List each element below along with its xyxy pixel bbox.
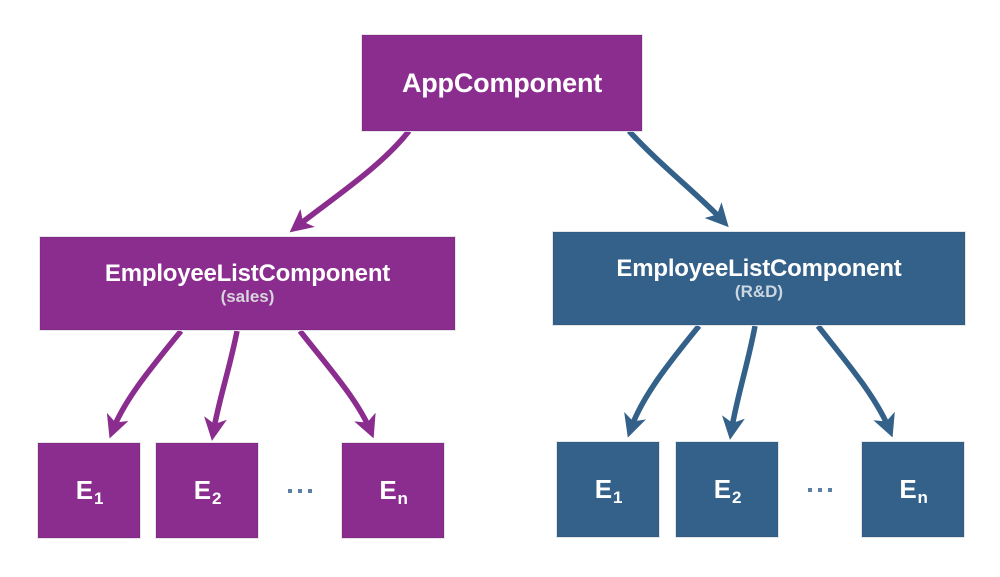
edge-rd-to-en xyxy=(815,324,895,438)
ellipsis-dot xyxy=(808,488,812,492)
node-app-component[interactable]: AppComponent xyxy=(362,35,642,131)
sales-ellipsis xyxy=(288,489,312,493)
node-employee-list-rd[interactable]: EmployeeListComponent (R&D) xyxy=(553,232,965,325)
employee-index: 2 xyxy=(731,487,742,507)
ellipsis-dot xyxy=(308,489,312,493)
employee-index: 1 xyxy=(612,487,623,507)
ellipsis-dot xyxy=(818,488,822,492)
employee-base: E xyxy=(379,474,397,505)
employee-base: E xyxy=(594,473,612,504)
employee-index: n xyxy=(917,487,928,507)
rd-ellipsis xyxy=(808,488,832,492)
employee-index: 1 xyxy=(93,488,104,508)
employee-base: E xyxy=(713,473,731,504)
ellipsis-dot xyxy=(298,489,302,493)
node-employee-list-rd-label: EmployeeListComponent xyxy=(616,254,902,282)
ellipsis-dot xyxy=(288,489,292,493)
employee-index: n xyxy=(397,488,408,508)
edge-rd-to-e1 xyxy=(624,324,702,438)
employee-base: E xyxy=(75,474,93,505)
edge-app-to-rd xyxy=(626,129,729,228)
edge-sales-to-e2 xyxy=(204,330,240,441)
employee-index: 2 xyxy=(211,488,222,508)
node-employee-list-sales[interactable]: EmployeeListComponent (sales) xyxy=(40,237,455,330)
node-app-component-label: AppComponent xyxy=(401,67,603,98)
edge-rd-to-e2 xyxy=(722,325,758,440)
edge-sales-to-en xyxy=(297,329,376,439)
employee-base: E xyxy=(899,473,917,504)
employee-base: E xyxy=(193,474,211,505)
edge-sales-to-e1 xyxy=(106,329,184,439)
node-employee-list-sales-label: EmployeeListComponent xyxy=(104,259,391,287)
node-employee-list-sales-subtitle: (sales) xyxy=(220,286,275,306)
ellipsis-dot xyxy=(828,488,832,492)
edge-app-to-sales xyxy=(289,129,412,233)
node-employee-list-rd-subtitle: (R&D) xyxy=(734,281,784,301)
